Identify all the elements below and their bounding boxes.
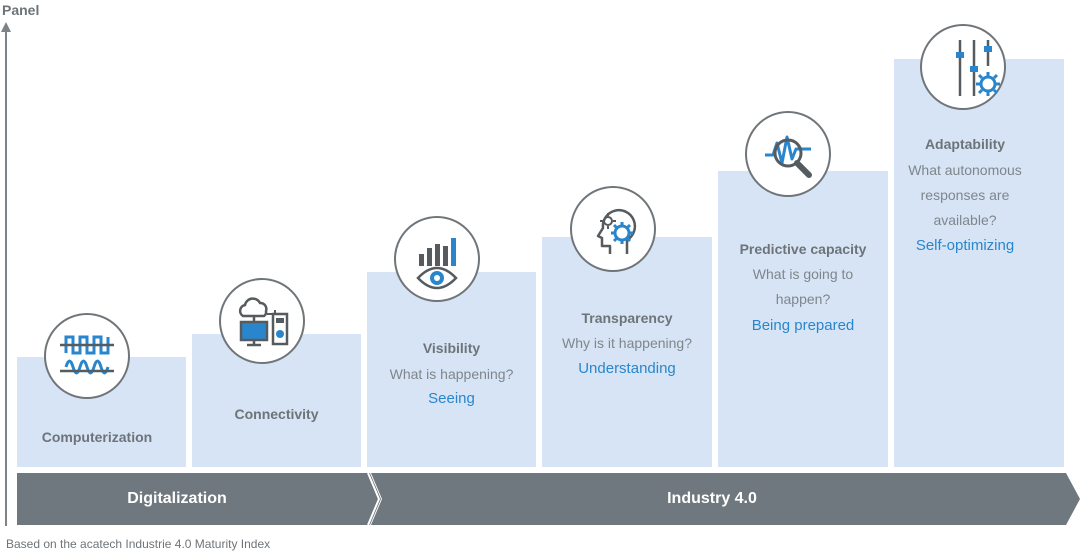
phase-arrow-digitalization	[17, 473, 381, 525]
predictive-circle	[745, 111, 831, 197]
transparency-icon	[596, 208, 637, 254]
stage-question-adaptability-line-3: available?	[933, 212, 997, 228]
stage-block-visibility	[367, 272, 536, 467]
stage-title-transparency: Transparency	[581, 310, 673, 326]
stage-title-computerization: Computerization	[41, 429, 153, 445]
visibility-icon	[416, 238, 458, 290]
phase-arrow-industry	[371, 473, 1080, 525]
axis-line	[5, 30, 7, 526]
stage-title-connectivity: Connectivity	[234, 406, 319, 422]
stage-answer-transparency: Understanding	[578, 360, 676, 377]
computerization-icon	[60, 335, 114, 375]
computerization-circle	[44, 313, 130, 399]
stage-answer-predictive: Being prepared	[751, 317, 855, 334]
phase-label-digitalization: Digitalization	[127, 490, 227, 507]
axis-arrow-icon	[1, 22, 11, 32]
phase-bar	[17, 472, 1080, 526]
axis-label: Panel	[2, 2, 40, 18]
stage-block-predictive	[718, 171, 888, 467]
connectivity-circle	[219, 278, 305, 364]
stage-title-adaptability: Adaptability	[924, 136, 1006, 152]
stage-question-predictive-line-2: happen?	[775, 291, 831, 307]
visibility-circle	[394, 216, 480, 302]
stage-question-adaptability-line-1: What autonomous	[908, 162, 1022, 178]
stage-title-predictive: Predictive capacity	[739, 241, 867, 257]
stage-title-visibility: Visibility	[422, 340, 481, 356]
adaptability-icon	[956, 40, 1000, 96]
stage-question-transparency: Why is it happening?	[562, 335, 692, 351]
stage-block-transparency	[542, 237, 712, 467]
phase-label-industry: Industry 4.0	[667, 490, 757, 507]
stage-question-predictive-line-1: What is going to	[752, 266, 854, 282]
stage-block-adaptability	[894, 59, 1064, 467]
adaptability-circle	[920, 24, 1006, 110]
predictive-icon	[765, 135, 812, 178]
transparency-circle	[570, 186, 656, 272]
footnote: Based on the acatech Industrie 4.0 Matur…	[6, 537, 271, 551]
phase-divider	[367, 472, 381, 526]
stage-question-visibility: What is happening?	[389, 366, 514, 382]
stage-answer-adaptability: Self-optimizing	[915, 237, 1015, 254]
stage-answer-visibility: Seeing	[428, 390, 475, 407]
stage-question-adaptability-line-2: responses are	[920, 187, 1010, 203]
connectivity-icon	[238, 297, 289, 347]
